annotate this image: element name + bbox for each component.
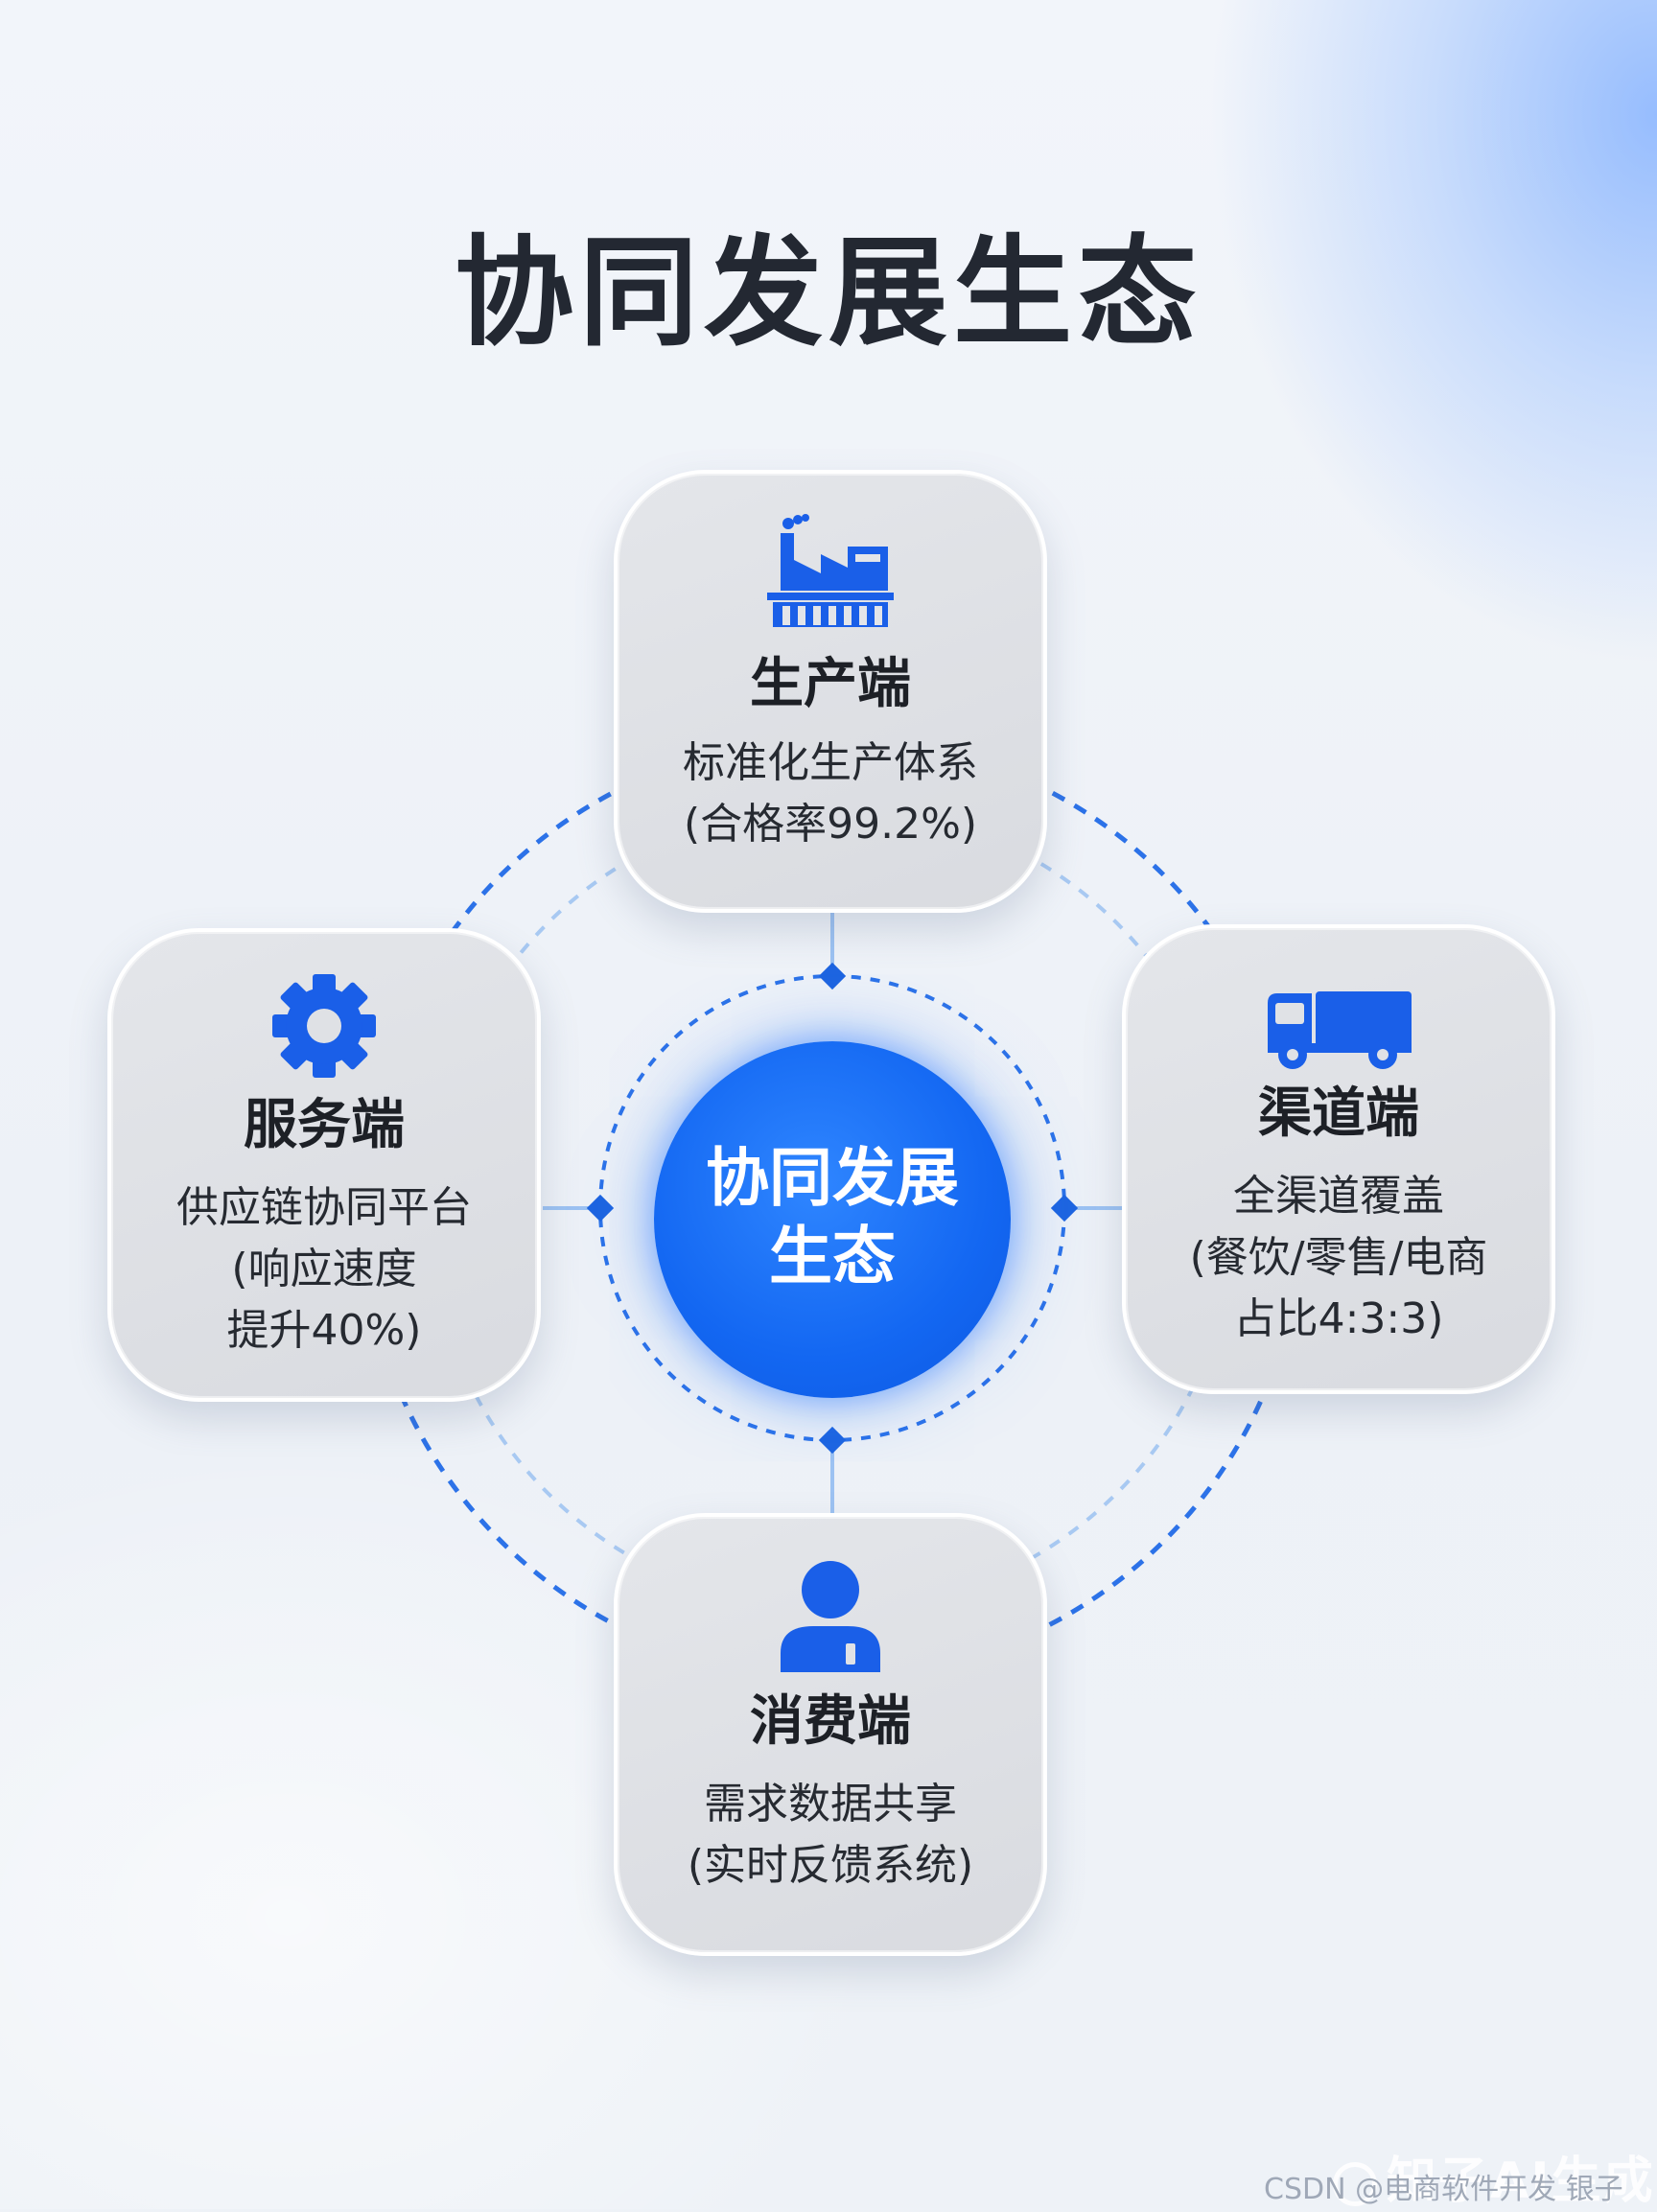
node-name: 消费端	[750, 1690, 911, 1753]
node-desc-line: 标准化生产体系	[683, 738, 978, 787]
node-desc-line: 全渠道覆盖	[1233, 1172, 1444, 1221]
node-name: 渠道端	[1258, 1083, 1419, 1145]
node-desc-line: (实时反馈系统)	[687, 1841, 974, 1890]
center-label-line: 生态	[769, 1220, 896, 1293]
node-description: 标准化生产体系 (合格率99.2%)	[618, 733, 1043, 855]
node-desc-line: (餐饮/零售/电商	[1189, 1233, 1488, 1282]
node-card-consumer: 消费端 需求数据共享 (实时反馈系统)	[614, 1513, 1047, 1956]
diamond-top	[818, 962, 847, 990]
factory-icon	[761, 514, 899, 633]
gear-icon	[268, 970, 380, 1085]
node-description: 需求数据共享 (实时反馈系统)	[618, 1774, 1043, 1897]
node-name: 生产端	[750, 653, 911, 715]
watermark-mark-icon	[1333, 2162, 1377, 2206]
node-description: 全渠道覆盖 (餐饮/零售/电商 占比4:3:3)	[1126, 1166, 1552, 1350]
truck-icon	[1264, 974, 1413, 1074]
page-title: 协同发展生态	[454, 224, 1202, 362]
diamond-bottom	[818, 1426, 847, 1455]
node-card-service: 服务端 供应链协同平台 (响应速度 提升40%)	[107, 928, 541, 1402]
node-description: 供应链协同平台 (响应速度 提升40%)	[111, 1177, 537, 1362]
watermark-logo-text: 知子AI生成	[1387, 2153, 1655, 2210]
center-label-line: 协同发展	[706, 1141, 959, 1215]
node-desc-line: (合格率99.2%)	[683, 800, 978, 849]
user-icon	[775, 1557, 886, 1680]
node-desc-line: 需求数据共享	[704, 1780, 957, 1828]
diamond-right	[1050, 1194, 1079, 1222]
diamond-left	[586, 1194, 615, 1222]
watermark-logo: 知子AI生成	[1333, 2140, 1655, 2212]
watermark-source: CSDN @电商软件开发 银子	[1264, 2173, 1623, 2206]
node-desc-line: 占比4:3:3)	[1233, 1294, 1444, 1343]
node-desc-line: (响应速度	[231, 1245, 417, 1293]
node-name: 服务端	[244, 1094, 405, 1156]
center-label: 协同发展 生态	[654, 1139, 1011, 1296]
node-card-channel: 渠道端 全渠道覆盖 (餐饮/零售/电商 占比4:3:3)	[1122, 924, 1555, 1394]
node-card-production: 生产端 标准化生产体系 (合格率99.2%)	[614, 470, 1047, 913]
node-desc-line: 供应链协同平台	[176, 1183, 472, 1232]
node-desc-line: 提升40%)	[226, 1306, 422, 1355]
center-hub: 协同发展 生态	[654, 1041, 1011, 1398]
